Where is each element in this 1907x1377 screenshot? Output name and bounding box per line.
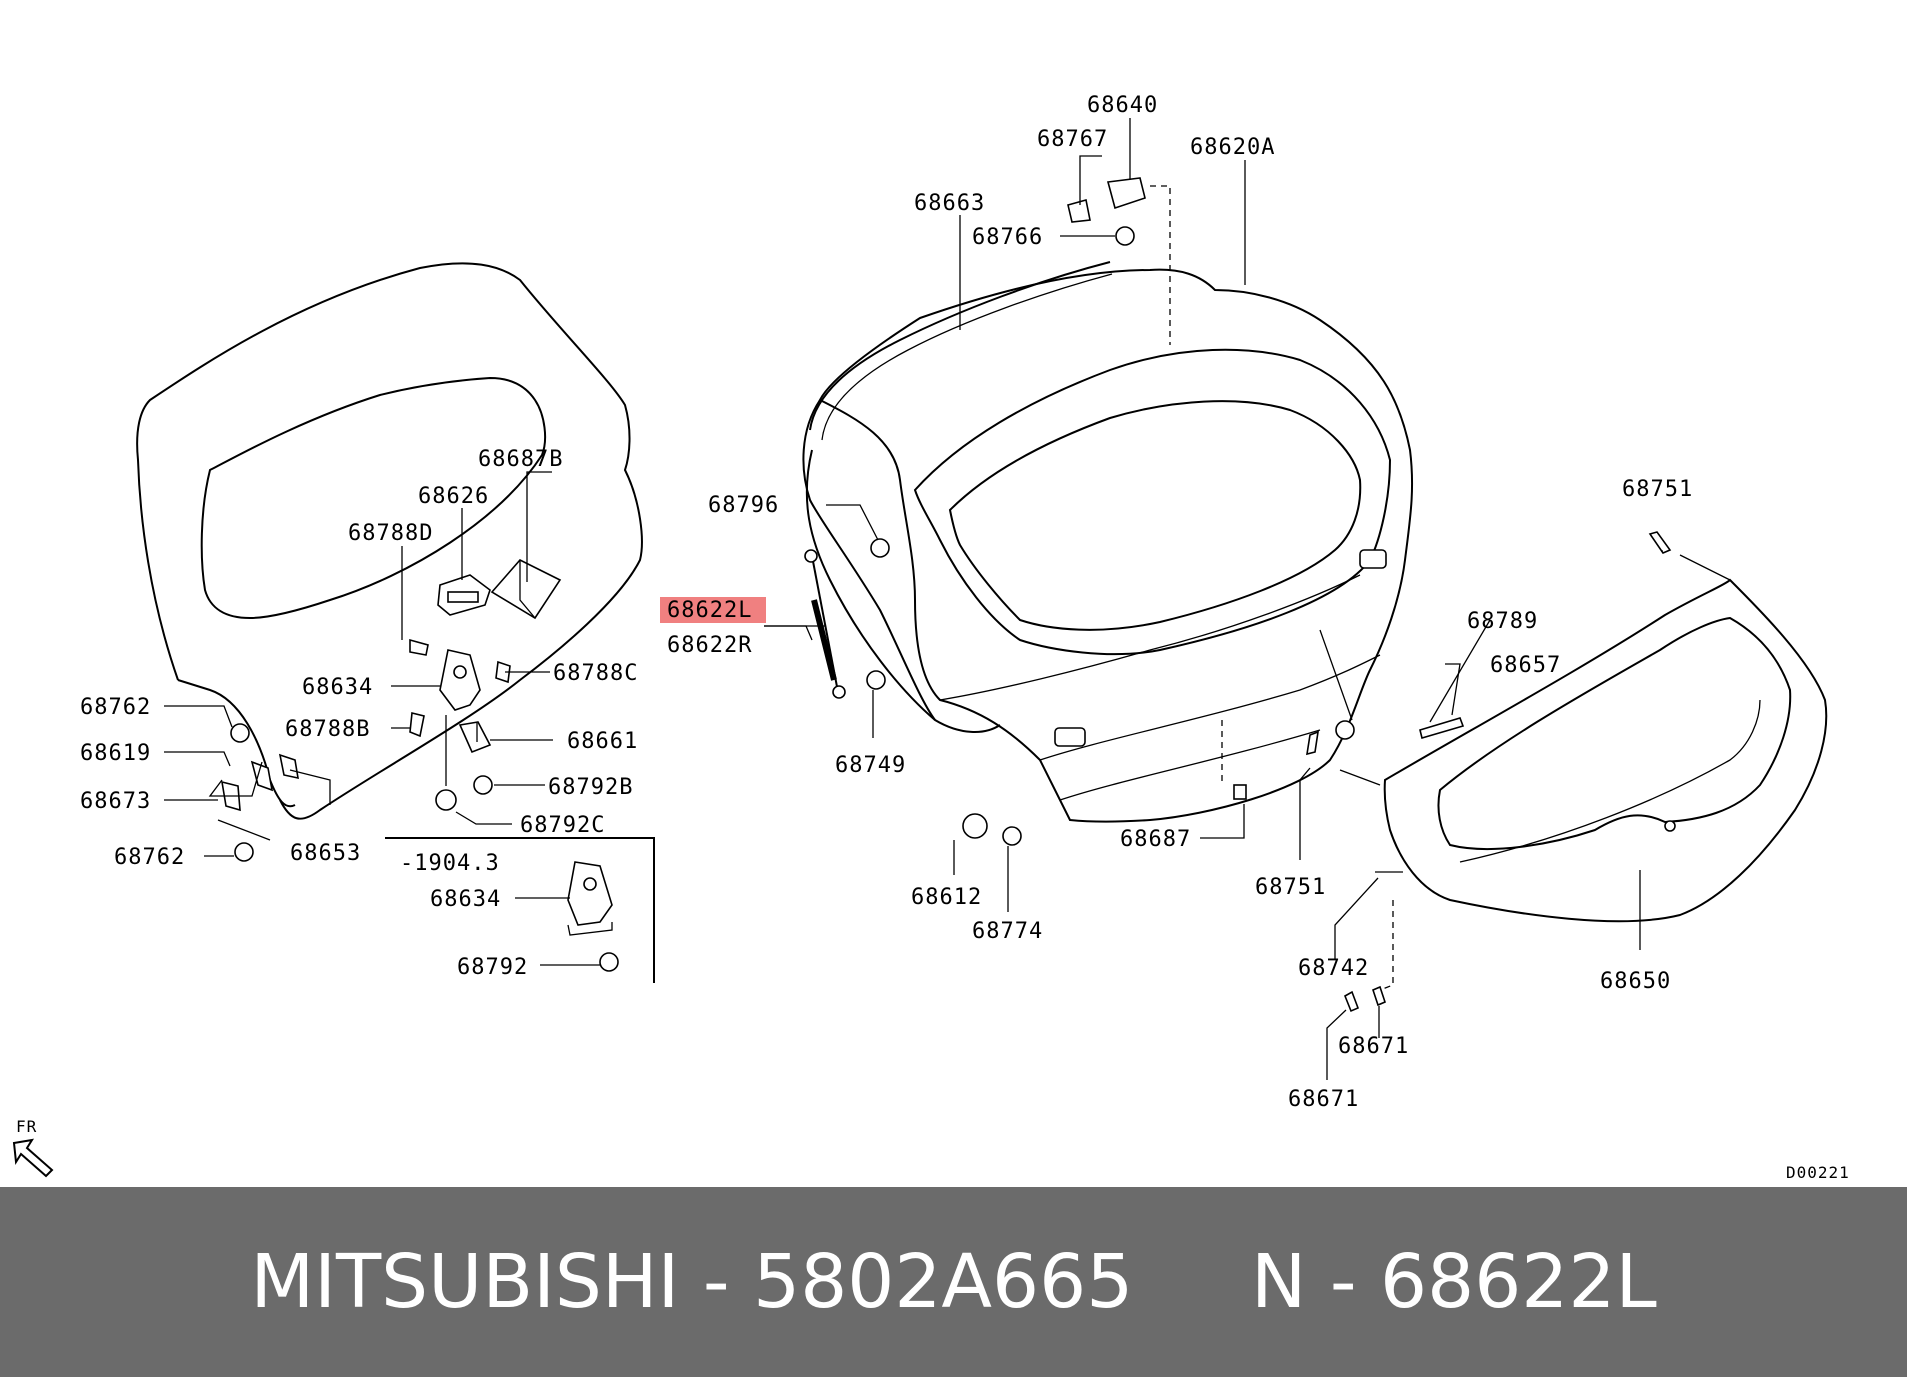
screw-68788C bbox=[495, 660, 511, 684]
highlight-68622L bbox=[660, 597, 766, 623]
label-68634-upper: 68634 bbox=[302, 675, 373, 700]
footer-sep-2: - bbox=[1306, 1239, 1381, 1325]
label-68687B: 68687B bbox=[478, 447, 563, 472]
label-68657: 68657 bbox=[1490, 653, 1561, 678]
label-68762-lower: 68762 bbox=[114, 845, 185, 870]
label-68622L: 68622L bbox=[667, 598, 752, 623]
label-68788C: 68788C bbox=[553, 661, 638, 686]
label-68671-lower: 68671 bbox=[1288, 1087, 1359, 1112]
bumper-68612 bbox=[962, 813, 988, 839]
label-68767: 68767 bbox=[1037, 127, 1108, 152]
clip-68789 bbox=[1335, 720, 1355, 740]
bumper-68774 bbox=[1002, 826, 1022, 846]
clip-68751-center bbox=[1306, 730, 1319, 756]
part-labels: 68640 68767 68620A 68663 68766 68687B 68… bbox=[80, 93, 1693, 1112]
bolt-68762-upper bbox=[230, 723, 250, 743]
label-68796: 68796 bbox=[708, 493, 779, 518]
fr-label: FR bbox=[16, 1117, 37, 1136]
footer-brand: MITSUBISHI bbox=[250, 1239, 680, 1325]
switch-68640 bbox=[1106, 177, 1146, 210]
front-direction-indicator: FR bbox=[12, 1117, 54, 1178]
leader-lines bbox=[164, 118, 1731, 1080]
label-68789: 68789 bbox=[1467, 609, 1538, 634]
lock-actuator-68634-upper bbox=[439, 649, 481, 711]
label-68622R: 68622R bbox=[667, 633, 752, 658]
screw-68788D bbox=[409, 638, 429, 656]
footer-ref-number: 68622L bbox=[1380, 1239, 1657, 1325]
footer-n-prefix: N bbox=[1250, 1239, 1307, 1325]
variant-box-1904 bbox=[385, 837, 655, 983]
bolt-68792C bbox=[435, 789, 457, 811]
label-68653: 68653 bbox=[290, 841, 361, 866]
label-68687: 68687 bbox=[1120, 827, 1191, 852]
diagram-code: D00221 bbox=[1786, 1163, 1850, 1182]
label-68650: 68650 bbox=[1600, 969, 1671, 994]
bracket-68661 bbox=[458, 721, 492, 754]
label-68619: 68619 bbox=[80, 741, 151, 766]
label-68626: 68626 bbox=[418, 484, 489, 509]
label-68620A: 68620A bbox=[1190, 135, 1275, 160]
spacers-68671 bbox=[1343, 985, 1386, 1013]
label-68751-right: 68751 bbox=[1622, 477, 1693, 502]
front-arrow-icon bbox=[12, 1138, 54, 1178]
light-assembly-68626 bbox=[437, 574, 491, 616]
label-68762-upper: 68762 bbox=[80, 695, 151, 720]
bolt-68792B bbox=[473, 775, 493, 795]
footer-banner: MITSUBISHI - 5802A665 N - 68622L bbox=[0, 1187, 1907, 1377]
footer-part-number: 5802A665 bbox=[753, 1239, 1134, 1325]
bracket-68619 bbox=[250, 760, 274, 792]
label-68671-upper: 68671 bbox=[1338, 1034, 1409, 1059]
tailgate-body bbox=[802, 268, 1414, 823]
label-68751-center: 68751 bbox=[1255, 875, 1326, 900]
screw-68788B bbox=[409, 712, 425, 738]
label-68661: 68661 bbox=[567, 729, 638, 754]
label-68766: 68766 bbox=[972, 225, 1043, 250]
label-68792: 68792 bbox=[457, 955, 528, 980]
connector-68767 bbox=[1067, 198, 1091, 223]
clip-68751-right bbox=[1648, 531, 1672, 554]
plug-68687 bbox=[1233, 784, 1247, 800]
label-68640: 68640 bbox=[1087, 93, 1158, 118]
label-1904-3: -1904.3 bbox=[400, 851, 500, 876]
seal-68653 bbox=[278, 753, 299, 780]
label-68774: 68774 bbox=[972, 919, 1043, 944]
bolt-68762-lower bbox=[234, 842, 254, 862]
back-glass-68650 bbox=[1383, 578, 1828, 923]
label-68792C: 68792C bbox=[520, 813, 605, 838]
label-68634-lower: 68634 bbox=[430, 887, 501, 912]
latch-cover-68687B bbox=[490, 559, 562, 620]
label-68792B: 68792B bbox=[548, 775, 633, 800]
footer-gap bbox=[1133, 1187, 1251, 1377]
label-68663: 68663 bbox=[914, 191, 985, 216]
weatherstrip-68663 bbox=[805, 261, 1113, 733]
gas-strut-68622 bbox=[804, 549, 846, 699]
footer-sep-1: - bbox=[679, 1239, 754, 1325]
label-68612: 68612 bbox=[911, 885, 982, 910]
label-68673: 68673 bbox=[80, 789, 151, 814]
parts-diagram: 68640 68767 68620A 68663 68766 68687B 68… bbox=[12, 93, 1850, 1182]
label-68742: 68742 bbox=[1298, 956, 1369, 981]
label-68788B: 68788B bbox=[285, 717, 370, 742]
label-68749: 68749 bbox=[835, 753, 906, 778]
spacer-68657 bbox=[1419, 717, 1465, 740]
label-68788D: 68788D bbox=[348, 521, 433, 546]
bolt-68796 bbox=[870, 538, 890, 558]
stud-68749 bbox=[866, 670, 886, 690]
grommet-68766 bbox=[1115, 226, 1135, 246]
